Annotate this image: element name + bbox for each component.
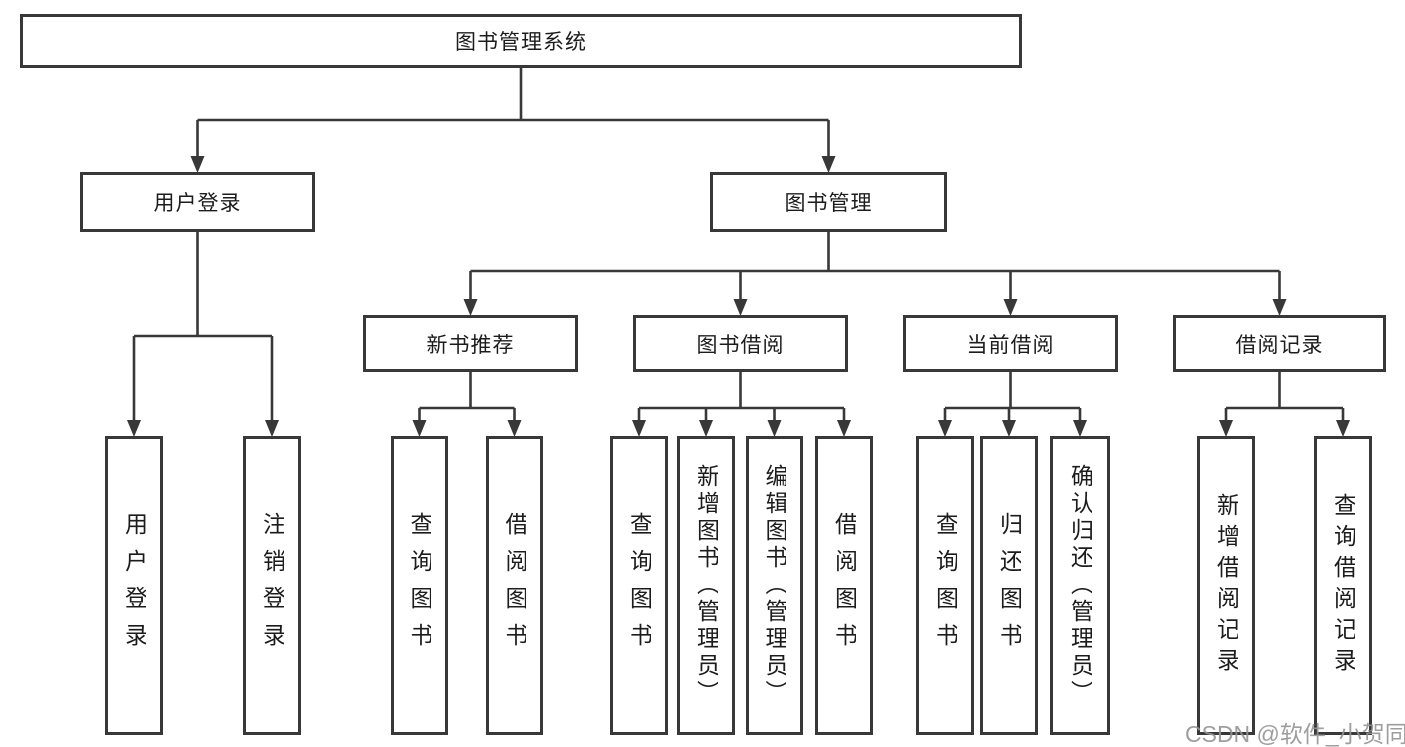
node-cb-confirm-return: 确认归还（管理员） bbox=[1050, 436, 1110, 735]
node-book-mgmt: 图书管理 bbox=[710, 172, 947, 232]
node-user-login: 用户登录 bbox=[80, 172, 315, 232]
node-bb-add-book: 新增图书（管理员） bbox=[677, 436, 735, 735]
node-label: 新书推荐 bbox=[426, 333, 515, 357]
node-br-add-record: 新增借阅记录 bbox=[1197, 436, 1255, 735]
node-label: 查询借阅记录 bbox=[1331, 492, 1355, 679]
node-label: 新增借阅记录 bbox=[1214, 492, 1238, 679]
node-cb-query-book: 查询图书 bbox=[916, 436, 974, 735]
node-book-borrow: 图书借阅 bbox=[633, 315, 848, 372]
node-current-borrow: 当前借阅 bbox=[903, 315, 1118, 372]
node-br-query-record: 查询借阅记录 bbox=[1314, 436, 1372, 735]
node-label: 用户登录 bbox=[122, 511, 146, 660]
node-label: 查询图书 bbox=[933, 511, 957, 660]
node-label: 图书借阅 bbox=[696, 333, 785, 357]
node-label: 查询图书 bbox=[408, 511, 431, 660]
node-label: 借阅记录 bbox=[1235, 333, 1324, 357]
node-root: 图书管理系统 bbox=[20, 14, 1022, 68]
node-borrow-records: 借阅记录 bbox=[1173, 315, 1386, 372]
node-label: 借阅图书 bbox=[503, 511, 526, 660]
node-label: 借阅图书 bbox=[832, 511, 856, 660]
watermark: CSDN @软件_小贺同学 bbox=[1185, 721, 1405, 747]
node-label: 当前借阅 bbox=[966, 333, 1055, 357]
node-rec-query-book: 查询图书 bbox=[391, 436, 448, 735]
node-cb-return-book: 归还图书 bbox=[980, 436, 1038, 735]
node-rec-borrow-book: 借阅图书 bbox=[486, 436, 543, 735]
node-label: 新增图书（管理员） bbox=[694, 464, 718, 707]
node-bb-borrow-book: 借阅图书 bbox=[815, 436, 873, 735]
node-label: 查询图书 bbox=[627, 511, 651, 660]
node-new-book-rec: 新书推荐 bbox=[363, 315, 578, 372]
node-leaf-user-login: 用户登录 bbox=[105, 436, 163, 735]
node-label: 归还图书 bbox=[997, 511, 1021, 660]
node-label: 编辑图书（管理员） bbox=[763, 464, 786, 707]
node-label: 图书管理 bbox=[784, 192, 873, 215]
node-label: 图书管理系统 bbox=[455, 31, 587, 54]
node-bb-edit-book: 编辑图书（管理员） bbox=[746, 436, 803, 735]
node-bb-query-book: 查询图书 bbox=[610, 436, 668, 735]
node-label: 确认归还（管理员） bbox=[1068, 464, 1092, 707]
node-label: 注销登录 bbox=[260, 511, 284, 660]
node-label: 用户登录 bbox=[153, 192, 242, 215]
node-leaf-logout: 注销登录 bbox=[243, 436, 301, 735]
